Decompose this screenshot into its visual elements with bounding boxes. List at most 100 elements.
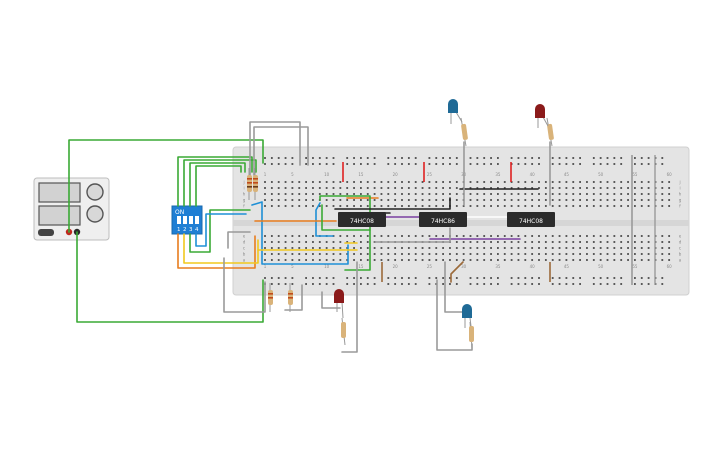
wire-green-switch[interactable] xyxy=(177,156,253,207)
breadboard-hole[interactable] xyxy=(366,157,369,159)
breadboard-hole[interactable] xyxy=(640,247,643,249)
breadboard-hole[interactable] xyxy=(538,235,540,237)
breadboard-hole[interactable] xyxy=(634,259,636,261)
breadboard-hole[interactable] xyxy=(592,187,595,189)
breadboard-hole[interactable] xyxy=(586,259,588,261)
breadboard-hole[interactable] xyxy=(531,241,534,243)
breadboard-hole[interactable] xyxy=(517,199,520,201)
breadboard-hole[interactable] xyxy=(360,241,362,243)
breadboard-hole[interactable] xyxy=(387,199,390,201)
breadboard-hole[interactable] xyxy=(599,235,602,237)
breadboard-hole[interactable] xyxy=(490,181,492,183)
breadboard-hole[interactable] xyxy=(394,163,397,165)
breadboard-hole[interactable] xyxy=(284,205,287,207)
breadboard-hole[interactable] xyxy=(435,235,438,237)
breadboard-hole[interactable] xyxy=(586,253,588,255)
breadboard-hole[interactable] xyxy=(380,253,383,255)
breadboard-hole[interactable] xyxy=(318,277,321,279)
breadboard-hole[interactable] xyxy=(599,157,602,159)
breadboard-hole[interactable] xyxy=(407,259,410,261)
breadboard-hole[interactable] xyxy=(524,193,527,195)
breadboard-hole[interactable] xyxy=(449,181,451,183)
breadboard-hole[interactable] xyxy=(647,205,650,207)
breadboard-hole[interactable] xyxy=(551,283,554,285)
wire-gray-chip[interactable] xyxy=(374,227,451,243)
breadboard-hole[interactable] xyxy=(586,187,588,189)
breadboard-hole[interactable] xyxy=(305,277,307,279)
breadboard-hole[interactable] xyxy=(346,235,349,237)
breadboard-hole[interactable] xyxy=(613,193,616,195)
breadboard-hole[interactable] xyxy=(503,247,506,249)
breadboard-hole[interactable] xyxy=(572,181,575,183)
breadboard-hole[interactable] xyxy=(366,181,369,183)
breadboard-hole[interactable] xyxy=(373,205,376,207)
breadboard-hole[interactable] xyxy=(483,199,486,201)
breadboard-hole[interactable] xyxy=(613,157,616,159)
breadboard-hole[interactable] xyxy=(442,283,444,285)
breadboard-hole[interactable] xyxy=(318,205,321,207)
breadboard-hole[interactable] xyxy=(517,277,520,279)
wire-green-input[interactable] xyxy=(189,209,251,253)
breadboard-hole[interactable] xyxy=(579,253,581,255)
breadboard-hole[interactable] xyxy=(428,205,431,207)
breadboard-hole[interactable] xyxy=(373,187,376,189)
breadboard-hole[interactable] xyxy=(277,181,280,183)
breadboard-hole[interactable] xyxy=(455,199,458,201)
breadboard-hole[interactable] xyxy=(325,193,328,195)
breadboard-hole[interactable] xyxy=(339,235,342,237)
breadboard-hole[interactable] xyxy=(366,163,369,165)
breadboard-hole[interactable] xyxy=(531,235,534,237)
leds[interactable] xyxy=(334,99,549,328)
breadboard-hole[interactable] xyxy=(394,193,397,195)
breadboard-hole[interactable] xyxy=(531,205,534,207)
breadboard-hole[interactable] xyxy=(339,187,342,189)
breadboard-hole[interactable] xyxy=(544,259,547,261)
breadboard-hole[interactable] xyxy=(551,181,554,183)
breadboard-hole[interactable] xyxy=(531,187,534,189)
dip-switch-toggle-2[interactable] xyxy=(183,216,187,224)
breadboard-hole[interactable] xyxy=(620,247,623,249)
breadboard-hole[interactable] xyxy=(613,241,616,243)
breadboard-hole[interactable] xyxy=(469,181,472,183)
breadboard-hole[interactable] xyxy=(353,181,355,183)
breadboard-hole[interactable] xyxy=(469,205,472,207)
breadboard-hole[interactable] xyxy=(373,163,376,165)
chip-and-2[interactable] xyxy=(507,212,555,227)
breadboard-hole[interactable] xyxy=(572,199,575,201)
breadboard-hole[interactable] xyxy=(360,181,362,183)
breadboard-hole[interactable] xyxy=(291,253,294,255)
breadboard-hole[interactable] xyxy=(517,235,520,237)
breadboard-hole[interactable] xyxy=(497,199,499,201)
breadboard-hole[interactable] xyxy=(346,199,349,201)
breadboard-hole[interactable] xyxy=(497,283,499,285)
breadboard-hole[interactable] xyxy=(270,235,273,237)
breadboard-hole[interactable] xyxy=(325,241,328,243)
breadboard-hole[interactable] xyxy=(414,199,417,201)
breadboard-hole[interactable] xyxy=(661,181,664,183)
breadboard-hole[interactable] xyxy=(325,247,328,249)
breadboard-hole[interactable] xyxy=(490,241,492,243)
breadboard-hole[interactable] xyxy=(490,205,492,207)
breadboard-hole[interactable] xyxy=(449,283,451,285)
breadboard-hole[interactable] xyxy=(503,235,506,237)
breadboard-hole[interactable] xyxy=(469,253,472,255)
breadboard-hole[interactable] xyxy=(483,163,486,165)
breadboard-hole[interactable] xyxy=(544,247,547,249)
breadboard-hole[interactable] xyxy=(469,241,472,243)
breadboard-hole[interactable] xyxy=(627,259,629,261)
breadboard-hole[interactable] xyxy=(277,199,280,201)
breadboard-hole[interactable] xyxy=(599,277,602,279)
breadboard-hole[interactable] xyxy=(469,247,472,249)
breadboard-hole[interactable] xyxy=(373,259,376,261)
breadboard-hole[interactable] xyxy=(366,199,369,201)
breadboard-hole[interactable] xyxy=(579,277,581,279)
breadboard-hole[interactable] xyxy=(476,199,479,201)
breadboard-hole[interactable] xyxy=(592,259,595,261)
breadboard-hole[interactable] xyxy=(531,253,534,255)
breadboard-hole[interactable] xyxy=(476,157,479,159)
led-blue-icon[interactable] xyxy=(448,99,463,124)
breadboard-hole[interactable] xyxy=(428,253,431,255)
breadboard-hole[interactable] xyxy=(435,199,438,201)
breadboard-hole[interactable] xyxy=(332,277,335,279)
breadboard-hole[interactable] xyxy=(647,277,650,279)
